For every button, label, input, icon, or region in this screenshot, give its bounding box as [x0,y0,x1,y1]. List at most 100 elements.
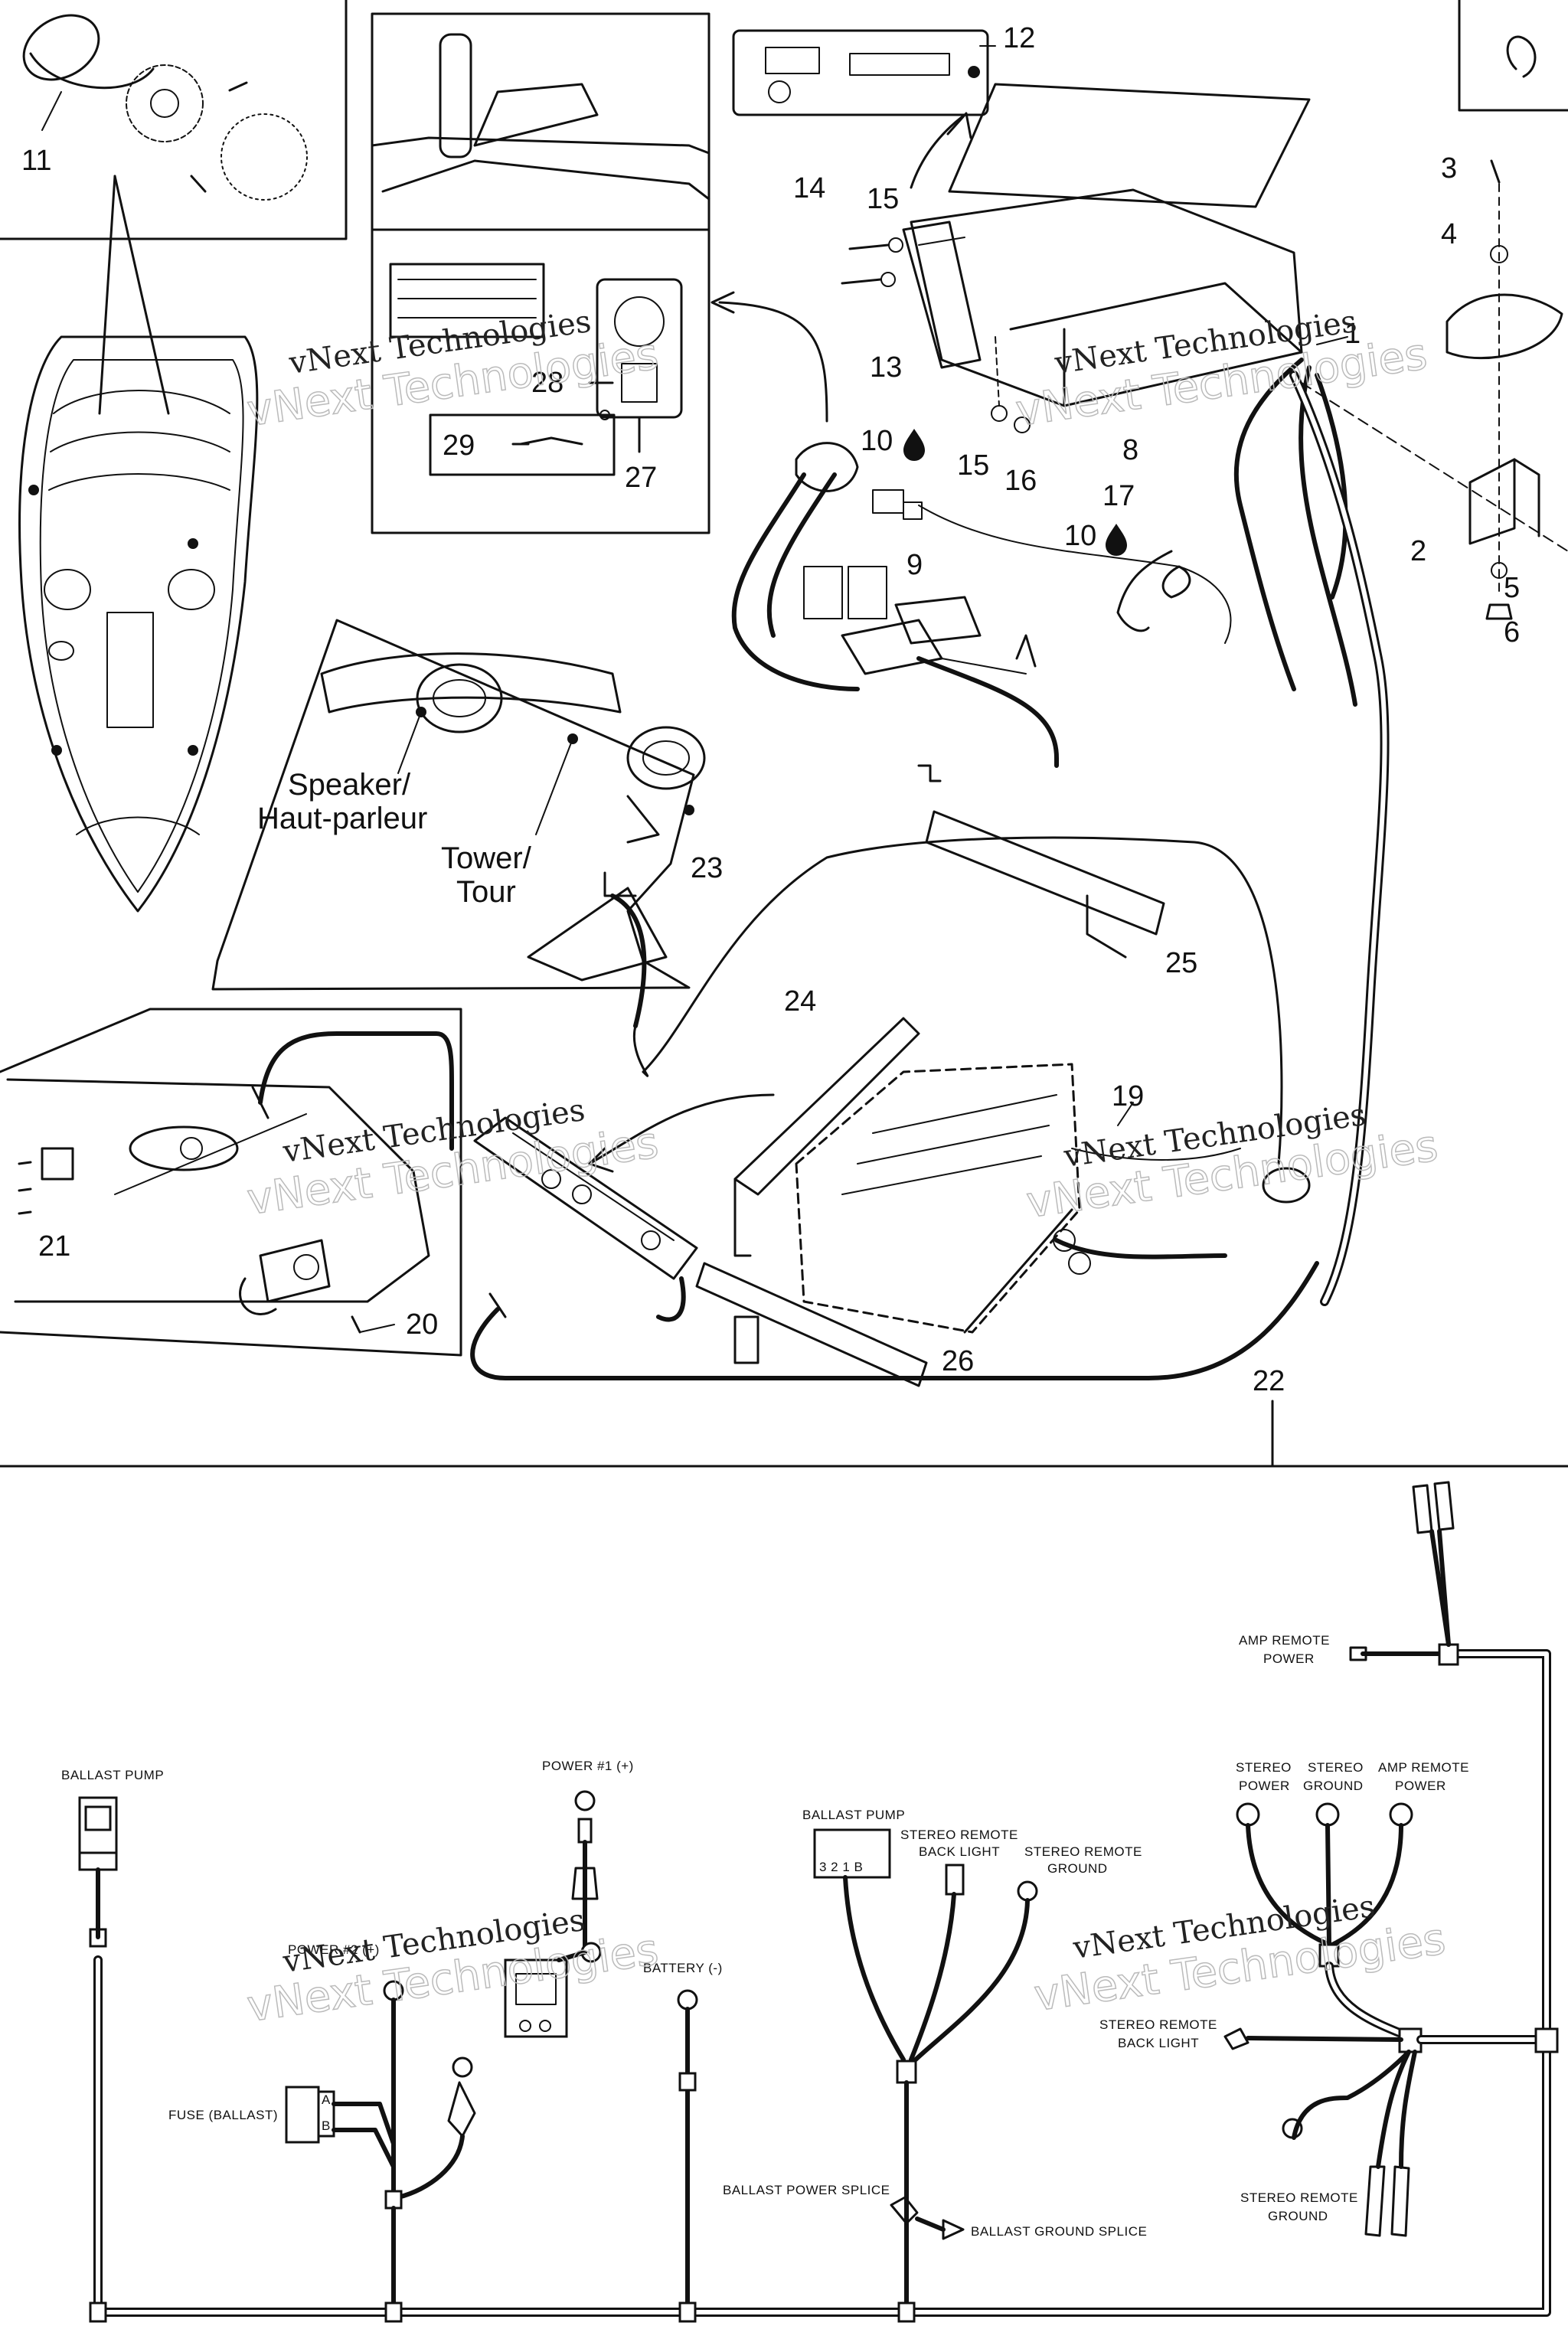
mid-wire-2 [909,1892,956,2062]
speaker-label-fr: Haut-parleur [257,802,427,835]
drop-markers [903,429,1127,556]
stereo-power-label-2: POWER [1239,1779,1290,1793]
nut-6 [1485,603,1513,620]
tower-foot [527,887,668,982]
jack-plate-21 [41,1147,74,1181]
stereo-ground-label-1: STEREO [1308,1760,1364,1775]
bracket-bar-25 [925,810,1165,936]
fuse-pin-a: A [322,2092,331,2107]
screw-3 [1490,159,1501,184]
faceplate-cd-slot [849,53,950,76]
tower-mount [626,795,660,844]
bracket-dash-line [1301,382,1568,552]
stereo-ground-label-2: GROUND [1303,1779,1364,1793]
speaker-assembly-11 [22,14,308,201]
srg-label-2: GROUND [1268,2209,1328,2223]
callout-13: 13 [870,351,902,384]
panel-frames [0,0,1568,1468]
remote-control-inset [371,33,710,476]
cable-clip [1506,35,1537,78]
battery-neg-label: BATTERY (-) [643,1961,723,1975]
trim-ring-13 [902,220,982,369]
fuse-ballast-label: FUSE (BALLAST) [168,2108,278,2122]
circuit-breaker-stud-a [519,2020,531,2032]
warning-label [389,263,545,338]
tower-bracket [603,871,637,897]
bracket-25-tab [1086,894,1127,959]
callout-25: 25 [1165,947,1197,979]
stereo-ground-wire [1325,1823,1331,1947]
throttle-arm [473,83,599,147]
ring-terminal-b [1068,1252,1091,1275]
stereo-harness [710,291,1390,1306]
fuse-ballast [285,2086,320,2144]
faceplate-marker [968,66,980,78]
boat-speaker-dot-3 [51,745,62,756]
amp-remote-power-label-2: POWER [1395,1779,1446,1793]
speaker-grille [220,113,308,201]
fuse-wire-b [332,2128,396,2169]
ballast-pump-mid-pins: 3 2 1 B [819,1860,863,1874]
stereo-head-unit [732,29,1348,433]
break-mark-1 [917,764,942,782]
tower-bar [320,652,622,714]
callout-2: 2 [1410,535,1426,567]
ground-splice-lead [915,2216,946,2232]
stereo-remote-lead-b [766,472,837,638]
breaker-link [557,1950,587,1962]
amp-remote-power-label-1: AMP REMOTE [1378,1760,1469,1775]
srbl-top-connector [945,1864,965,1896]
ballast-power-splice [890,2196,919,2225]
rca-lower-wire-a [1376,2050,1411,2169]
stereo-ground-ring [1315,1802,1340,1827]
rca-lower-plug-a [1364,2165,1386,2237]
frame-remote-inset [371,12,710,534]
amp-edge [963,1208,1073,1334]
tower-label-en: Tower/ [441,841,532,875]
screw-20 [351,1315,361,1334]
bracket-2 [1468,458,1516,545]
screw-14-b [841,278,882,285]
ballast-pump-left-latch [84,1805,112,1831]
callout-1: 1 [1344,318,1361,350]
trim-ring-detail [918,237,965,246]
connector-tail [941,658,1027,675]
ballast-pump-mid-connector [813,1828,891,1879]
remote-dpad [614,296,665,347]
power-1-label: POWER #1 (+) [542,1759,634,1773]
ballast-ground-splice-label: BALLAST GROUND SPLICE [971,2224,1147,2239]
callout-24: 24 [784,985,816,1018]
callout-26: 26 [942,1345,974,1377]
receiver-arrowhead [588,1147,614,1173]
bracket-bar-26 [695,1262,928,1387]
callout-4: 4 [1441,218,1457,250]
hull-inner [39,359,244,893]
callout-6: 6 [1504,616,1520,648]
srbl-top-label-2: BACK LIGHT [919,1844,1000,1859]
boat-speaker-pointer-2 [113,175,170,415]
srg-wire [1292,2050,1411,2140]
dash-arrow-line [114,1113,307,1195]
dash-lead-plug [251,1086,270,1119]
callout-8: 8 [1122,434,1138,466]
amplifier-assembly [695,810,1311,1387]
receiver-body [473,1116,698,1280]
leader-speaker [397,711,422,774]
callout-15-a: 15 [867,183,899,215]
tower-speaker-left-inner [433,679,486,717]
srg-top-ring [1017,1880,1038,1902]
console-top-edge [371,136,710,155]
wheel [48,641,74,661]
stereo-power-ring [1236,1802,1260,1827]
callout-14: 14 [793,172,825,204]
leader-tower [535,738,573,835]
screw-21-a [18,1161,32,1165]
srg-top-label-1: STEREO REMOTE [1024,1844,1142,1859]
iso-connector-a [841,619,943,675]
harness-bundle-b [1298,365,1357,707]
rca-junction-sleeve [1438,1643,1459,1666]
circuit-breaker-stud-b [539,2020,551,2032]
tower-label-fr: Tour [456,875,516,909]
srbl-label-1: STEREO REMOTE [1099,2017,1217,2032]
ballast-ground-splice [942,2219,965,2240]
